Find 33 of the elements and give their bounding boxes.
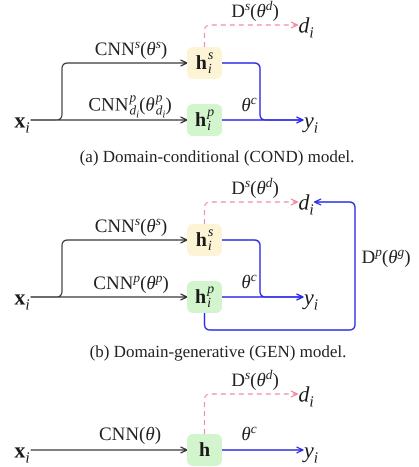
edge-label: CNN(θ) [98,423,162,448]
arrow [30,116,188,124]
math-label: y$_{i}$ [302,107,320,133]
edge-label: CNN$^{s}$(θ$^{s}$) [94,214,168,240]
edge-label: θ$^{c}$ [241,422,257,448]
arrow [222,116,304,124]
arrow [204,198,356,331]
edge-label: θ$^{c}$ [241,93,257,118]
edge-label: D$^{p}$(θ$^{g}$) [361,245,411,270]
math-label: y$_{i}$ [302,284,320,310]
caption: (a) Domain-conditional (COND) model. [80,147,354,167]
arrow [30,446,188,454]
math-label: y$_{i}$ [302,437,320,463]
math-label: x$_{i}$ [13,437,31,463]
math-label: x$_{i}$ [13,107,31,133]
math-label: x$_{i}$ [13,284,31,310]
edge-label: D$^{s}$(θ$^{d}$) [231,176,279,202]
arrow [222,446,304,454]
math-label: d$_{i}$ [297,189,315,215]
edge-label: CNN$^{p}$(θ$^{p}$) [93,271,169,296]
edge-label: θ$^{c}$ [241,270,257,296]
arrow [222,294,304,300]
dashed-arrow [204,22,298,47]
math-label: d$_{i}$ [297,381,315,407]
edge-label: D$^{s}$(θ$^{d}$) [231,0,279,24]
arrow [30,294,188,300]
dashed-arrow [204,390,298,434]
edge-label: CNN$^{s}$(θ$^{s}$) [94,37,168,62]
edge-label: D$^{s}$(θ$^{d}$) [231,368,279,394]
caption: (b) Domain-generative (GEN) model. [90,342,346,362]
dashed-arrow [204,198,298,224]
math-label: d$_{i}$ [297,12,315,38]
feature-box: h [187,434,222,466]
